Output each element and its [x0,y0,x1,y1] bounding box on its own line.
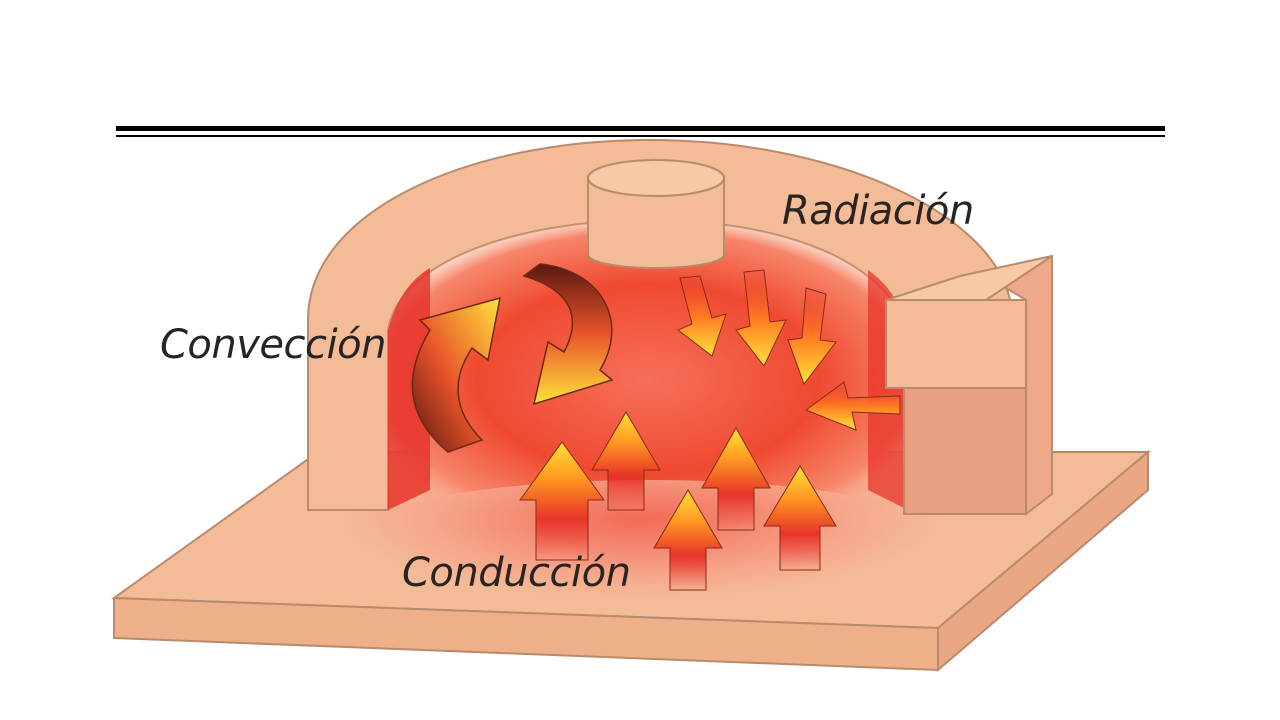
oven-entrance-block [885,254,1053,517]
conduction-label: Conducción [402,550,631,596]
convection-arrows [411,263,614,453]
radiation-label: Radiación [782,188,974,234]
convection-label: Convección [160,322,386,368]
conduction-arrows [519,411,837,591]
oven-dome [307,138,1011,511]
slide-rule-thin [116,135,1165,137]
oven-chimney [587,159,725,269]
slide-rule-thick [116,126,1165,131]
radiation-arrows [677,269,901,431]
